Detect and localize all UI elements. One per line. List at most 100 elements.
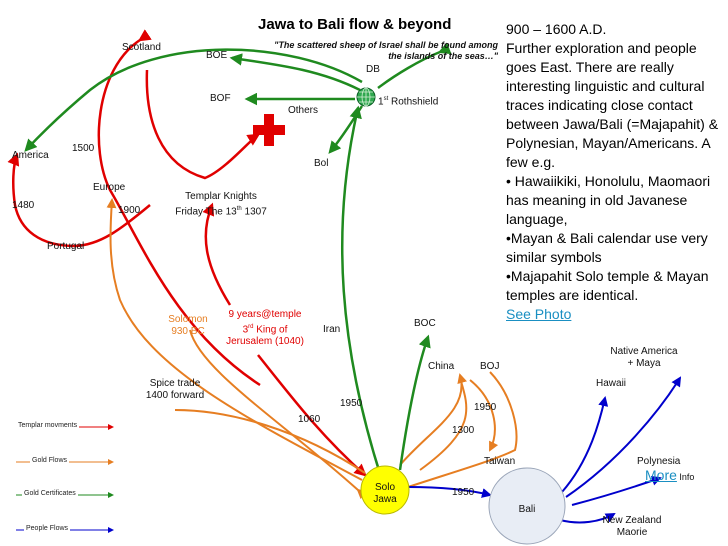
label-solomon: Solomon 930 BC xyxy=(160,314,216,338)
globe-icon xyxy=(356,87,376,107)
label-others: Others xyxy=(288,105,319,116)
gold-flow-boj xyxy=(469,379,499,452)
label-polynesia: Polynesia xyxy=(637,456,681,467)
side-bullet-1: • Hawaiikiki, Honolulu, Maomaori has mea… xyxy=(506,173,711,227)
label-temple-line3: Jerusalem (1040) xyxy=(226,336,304,348)
templar-flow-jerusalem xyxy=(202,202,232,306)
label-bof: BOF xyxy=(210,93,231,104)
legend-gold: Gold Flows xyxy=(30,457,70,464)
label-db: DB xyxy=(366,64,380,75)
templar-flow-1060 xyxy=(257,354,367,477)
cert-flow-boc xyxy=(398,334,431,471)
label-year-1500: 1500 xyxy=(72,143,95,154)
label-spice-line1: Spice trade xyxy=(149,378,201,389)
templar-flow-scotland-america xyxy=(97,29,261,387)
label-iran: Iran xyxy=(323,324,341,335)
label-nz-line1: New Zealand xyxy=(602,515,662,526)
side-period: 900 – 1600 A.D. xyxy=(506,21,607,37)
solo-jawa-node xyxy=(360,465,410,515)
label-temple-line1: 9 years@temple xyxy=(228,309,302,320)
label-solo-jawa: Solo Jawa xyxy=(362,482,408,506)
label-temple-king: King of xyxy=(253,324,288,336)
templar-flow-portugal xyxy=(7,152,151,248)
label-templar-year: 1307 xyxy=(241,206,267,218)
label-hawaii: Hawaii xyxy=(596,378,627,389)
legend-templar: Templar movments xyxy=(16,422,80,429)
cert-flow-to-db xyxy=(341,105,384,481)
label-rothshield-1: 1 xyxy=(378,96,384,108)
legend-certificates: Gold Certificates xyxy=(22,490,78,497)
label-native-america-line1: Native America xyxy=(610,346,678,357)
label-jawa: Jawa xyxy=(373,494,397,505)
side-bullet-2: •Mayan & Bali calendar use very similar … xyxy=(506,230,708,265)
label-templar-friday: Friday The 13 xyxy=(175,206,237,218)
label-taiwan: Taiwan xyxy=(484,456,516,467)
label-europe: Europe xyxy=(93,182,126,193)
label-boc: BOC xyxy=(414,318,436,329)
legend-people: People Flows xyxy=(24,525,71,532)
label-scotland: Scotland xyxy=(122,42,161,53)
gold-flow-taiwan xyxy=(404,371,518,489)
label-native-america-line2: + Maya xyxy=(627,358,661,369)
label-solomon-date: 930 BC xyxy=(171,326,205,337)
gold-flow-china xyxy=(399,373,467,466)
more-info: More Info xyxy=(645,467,694,485)
label-year-1300: 1300 xyxy=(452,425,475,436)
page-title: Jawa to Bali flow & beyond xyxy=(258,16,452,33)
label-bali: Bali xyxy=(518,504,536,515)
label-bol: Bol xyxy=(314,158,329,169)
scripture-quote: "The scattered sheep of Israel shall be … xyxy=(274,40,498,61)
label-spice-trade: Spice trade 1400 forward xyxy=(138,378,212,402)
people-flow-hawaii xyxy=(561,396,609,493)
label-year-1950-b: 1950 xyxy=(474,402,497,413)
label-temple-3: 3 xyxy=(242,324,249,336)
people-flow-to-bali xyxy=(407,486,492,498)
gold-flow-spice xyxy=(174,409,366,474)
cert-flow-from-db xyxy=(377,42,452,89)
label-year-1060: 1060 xyxy=(298,414,321,425)
label-year-1950-c: 1950 xyxy=(452,487,475,498)
label-america: America xyxy=(12,150,49,161)
label-boe: BOE xyxy=(206,50,228,61)
side-paragraph: Further exploration and people goes East… xyxy=(506,40,719,170)
label-spice-line2: 1400 forward xyxy=(145,390,205,401)
label-rothshield: 1st Rothshield xyxy=(378,93,438,108)
label-rothshield-sup: st xyxy=(383,96,389,102)
gold-flow-taiwan-back xyxy=(419,377,468,471)
label-rothshield-name: Rothshield xyxy=(388,96,439,108)
cert-flow-bol xyxy=(328,105,364,154)
people-flow-new-zealand xyxy=(559,513,616,524)
gold-flow-solomon xyxy=(189,329,368,500)
gold-flow-europe xyxy=(106,198,363,481)
label-china: China xyxy=(428,361,455,372)
label-nz-line2: Maorie xyxy=(616,527,648,538)
red-cross-icon xyxy=(253,114,285,146)
people-flow-polynesia xyxy=(571,475,662,506)
label-solo: Solo xyxy=(374,482,395,493)
people-flow-native-america xyxy=(565,376,682,498)
bali-node xyxy=(488,467,566,545)
more-info-suffix: Info xyxy=(676,472,695,482)
label-templar-knights: Templar Knights Friday The 13th 1307 xyxy=(172,191,270,218)
label-temple-line2: 3rd King of xyxy=(218,321,312,336)
more-link[interactable]: More xyxy=(645,467,677,483)
label-temple-sup: rd xyxy=(248,324,254,330)
label-portugal: Portugal xyxy=(47,241,85,252)
label-temple: 9 years@temple 3rd King of Jerusalem (10… xyxy=(218,309,312,348)
side-bullet-3: •Majapahit Solo temple & Mayan temples a… xyxy=(506,268,709,303)
label-templar-sup: th xyxy=(236,206,242,212)
label-year-1480: 1480 xyxy=(12,200,35,211)
side-text: 900 – 1600 A.D. Further exploration and … xyxy=(506,20,726,324)
templar-flow-to-cross xyxy=(145,69,261,180)
label-templar-line1: Templar Knights xyxy=(185,191,257,202)
cert-flow-america xyxy=(24,48,363,152)
label-new-zealand: New Zealand Maorie xyxy=(592,515,672,539)
label-boj: BOJ xyxy=(480,361,500,372)
cert-flow-boe xyxy=(229,53,361,92)
label-solomon-name: Solomon xyxy=(168,314,208,325)
label-templar-line2: Friday The 13th 1307 xyxy=(172,203,270,218)
label-year-1950-a: 1950 xyxy=(340,398,363,409)
see-photo-link[interactable]: See Photo xyxy=(506,306,572,322)
label-year-1900: 1900 xyxy=(118,205,141,216)
